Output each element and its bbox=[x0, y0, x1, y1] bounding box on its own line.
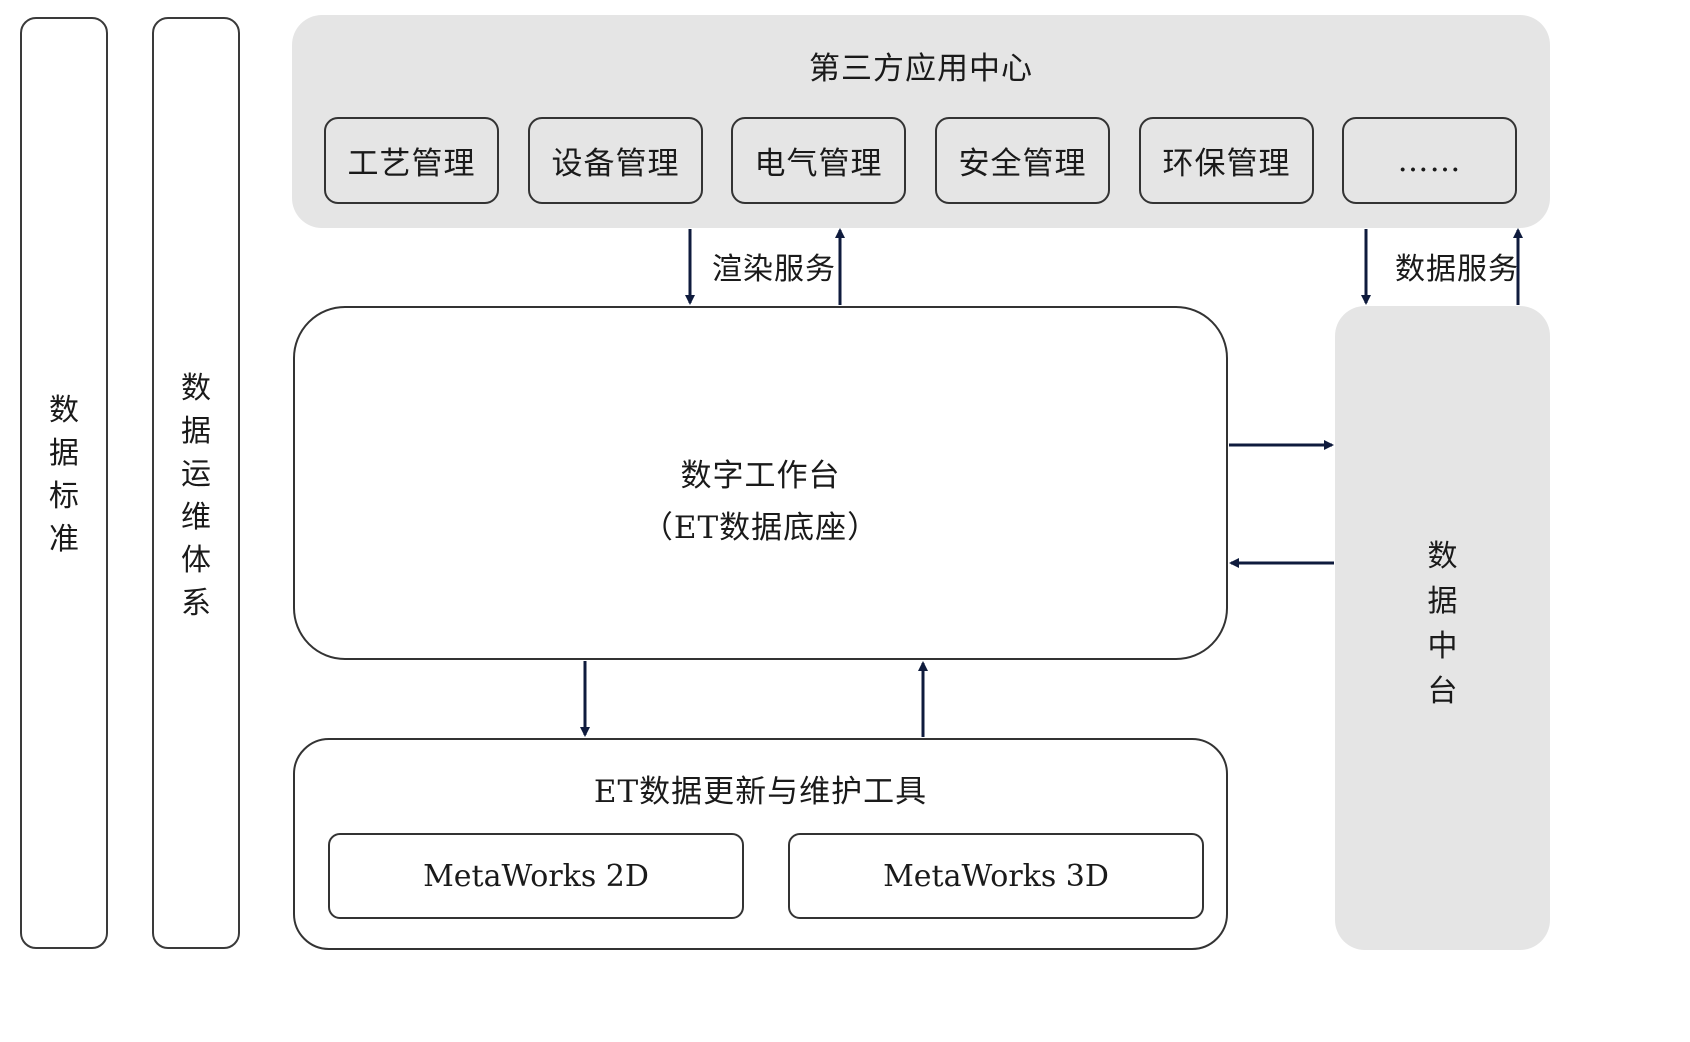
metaworks-3d-box: MetaWorks 3D bbox=[788, 833, 1204, 919]
data-platform-panel: 数 据 中 台 bbox=[1335, 306, 1550, 950]
module-equipment: 设备管理 bbox=[528, 117, 703, 204]
data-standard-bar: 数 据 标 准 bbox=[20, 17, 108, 949]
module-electrical: 电气管理 bbox=[731, 117, 906, 204]
app-center-title: 第三方应用中心 bbox=[809, 51, 1033, 87]
module-safety: 安全管理 bbox=[935, 117, 1110, 204]
workbench-subtitle: （ET数据底座） bbox=[641, 510, 880, 546]
workbench-title: 数字工作台 bbox=[680, 458, 841, 494]
module-process: 工艺管理 bbox=[324, 117, 499, 204]
data-ops-label: 数 据 运 维 体 系 bbox=[181, 371, 211, 621]
module-environmental: 环保管理 bbox=[1139, 117, 1314, 204]
data-platform-label: 数 据 中 台 bbox=[1427, 539, 1458, 709]
app-center-panel: 第三方应用中心 bbox=[292, 15, 1550, 228]
data-ops-bar: 数 据 运 维 体 系 bbox=[152, 17, 240, 949]
module-more: …… bbox=[1342, 117, 1517, 204]
metaworks-2d-box: MetaWorks 2D bbox=[328, 833, 744, 919]
data-standard-label: 数 据 标 准 bbox=[49, 393, 79, 557]
render-service-label: 渲染服务 bbox=[712, 252, 836, 287]
data-service-label: 数据服务 bbox=[1395, 252, 1519, 287]
et-tools-title: ET数据更新与维护工具 bbox=[593, 774, 928, 810]
digital-workbench-box: 数字工作台 （ET数据底座） bbox=[293, 306, 1228, 660]
